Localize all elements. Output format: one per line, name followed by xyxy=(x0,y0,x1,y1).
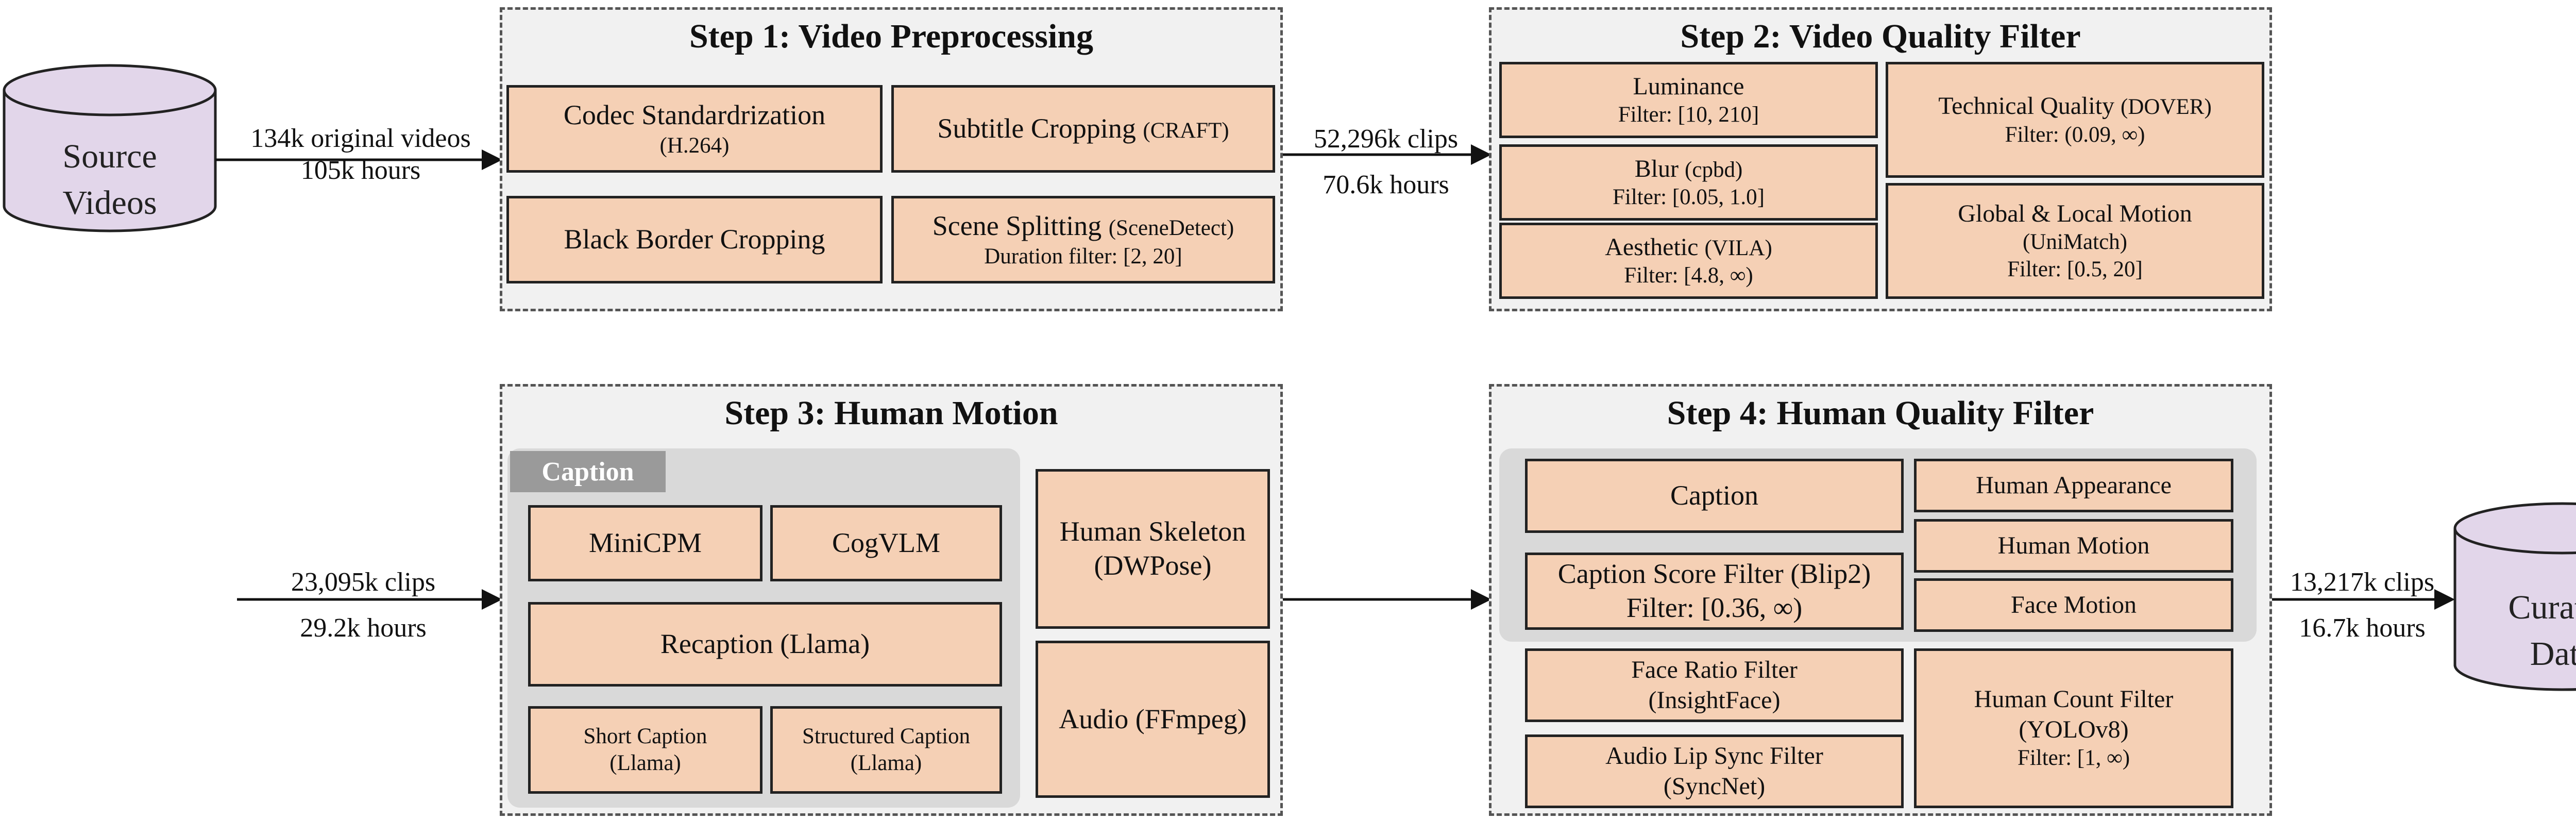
skeleton-sub: (DWPose) xyxy=(1094,550,1212,581)
edge3-line1: 23,095k clips xyxy=(291,567,436,597)
edge1-line1: 134k original videos xyxy=(250,124,471,153)
step1-title: Step 1: Video Preprocessing xyxy=(689,18,1094,55)
subtitle-cropping-box: Subtitle Cropping (CRAFT) xyxy=(891,85,1275,173)
aesthetic-sub: (VILA) xyxy=(1704,236,1772,260)
human-appearance-label: Human Appearance xyxy=(1976,471,2172,499)
technical-label: Technical Quality xyxy=(1938,92,2115,120)
human-count-sub: (YOLOv8) xyxy=(2019,715,2129,743)
structured-caption-sub: (Llama) xyxy=(850,751,922,775)
edge4-label: 13,217k clips 16.7k hours xyxy=(2272,559,2452,651)
motion-sub: (UniMatch) xyxy=(2023,230,2127,255)
edge2-line2: 70.6k hours xyxy=(1323,170,1449,200)
face-motion-label: Face Motion xyxy=(2011,591,2137,619)
blur-sub: (cpbd) xyxy=(1685,157,1743,182)
technical-sub: (DOVER) xyxy=(2121,95,2212,119)
codec-sub: (H.264) xyxy=(659,133,730,158)
blur-label: Blur xyxy=(1634,155,1679,182)
scene-sub: (SceneDetect) xyxy=(1108,215,1234,240)
curated-data-line2: Data xyxy=(2530,635,2576,673)
audio-ffmpeg-box: Audio (FFmpeg) xyxy=(1036,641,1270,798)
scene-duration: Duration filter: [2, 20] xyxy=(984,244,1182,269)
human-count-filter: Filter: [1, ∞) xyxy=(2017,746,2130,771)
edge4-line1: 13,217k clips xyxy=(2290,567,2435,597)
motion-filter: Filter: [0.5, 20] xyxy=(2007,257,2143,281)
edge2-label: 52,296k clips 70.6k hours xyxy=(1283,116,1489,208)
step4-title: Step 4: Human Quality Filter xyxy=(1667,394,2094,432)
step3-title: Step 3: Human Motion xyxy=(724,394,1058,432)
caption-score-filter: Filter: [0.36, ∞) xyxy=(1626,592,1803,623)
structured-caption-box: Structured Caption (Llama) xyxy=(770,706,1002,794)
curated-data-line1: Curated xyxy=(2509,589,2576,626)
recaption-box: Recaption (Llama) xyxy=(528,602,1002,687)
edge3-line2: 29.2k hours xyxy=(300,613,427,643)
minicpm-box: MiniCPM xyxy=(528,505,762,581)
skeleton-label: Human Skeleton xyxy=(1059,516,1246,547)
face-ratio-sub: (InsightFace) xyxy=(1648,686,1781,714)
black-border-cropping-box: Black Border Cropping xyxy=(506,196,883,283)
aesthetic-filter: Filter: [4.8, ∞) xyxy=(1624,263,1753,288)
human-appearance-box: Human Appearance xyxy=(1914,459,2233,512)
audio-label: Audio (FFmpeg) xyxy=(1059,703,1247,734)
audio-lip-sync-filter-box: Audio Lip Sync Filter (SyncNet) xyxy=(1525,734,1904,808)
black-border-label: Black Border Cropping xyxy=(564,224,825,255)
step2-title: Step 2: Video Quality Filter xyxy=(1680,18,2081,55)
subtitle-label: Subtitle Cropping xyxy=(937,113,1136,144)
codec-standardization-box: Codec Standardrization (H.264) xyxy=(506,85,883,173)
edge2-line1: 52,296k clips xyxy=(1313,124,1459,154)
global-local-motion-box: Global & Local Motion (UniMatch) Filter:… xyxy=(1886,183,2264,299)
technical-filter: Filter: (0.09, ∞) xyxy=(2005,122,2145,147)
codec-label: Codec Standardrization xyxy=(563,99,826,130)
subtitle-sub: (CRAFT) xyxy=(1143,119,1229,143)
lipsync-label: Audio Lip Sync Filter xyxy=(1605,742,1823,770)
aesthetic-box: Aesthetic (VILA) Filter: [4.8, ∞) xyxy=(1499,223,1878,299)
scene-label: Scene Splitting xyxy=(932,210,1102,241)
human-motion-box: Human Motion xyxy=(1914,519,2233,573)
cogvlm-box: CogVLM xyxy=(770,505,1002,581)
caption-tag: Caption xyxy=(510,451,666,492)
edge1-line2: 105k hours xyxy=(300,156,421,186)
caption-box: Caption xyxy=(1525,459,1904,533)
short-caption-sub: (Llama) xyxy=(609,751,681,775)
aesthetic-label: Aesthetic xyxy=(1605,233,1699,261)
human-count-filter-box: Human Count Filter (YOLOv8) Filter: [1, … xyxy=(1914,648,2233,808)
human-motion-label: Human Motion xyxy=(1997,531,2150,559)
source-videos-cylinder: Source Videos xyxy=(3,64,217,232)
edge4-line2: 16.7k hours xyxy=(2299,613,2426,643)
curated-data-cylinder: Curated Data xyxy=(2453,502,2576,691)
luminance-filter: Filter: [10, 210] xyxy=(1618,103,1759,127)
edge1-label: 134k original videos 105k hours xyxy=(222,123,500,187)
minicpm-label: MiniCPM xyxy=(588,527,702,559)
source-videos-line2: Videos xyxy=(62,184,157,222)
caption-label: Caption xyxy=(1670,480,1758,511)
face-ratio-label: Face Ratio Filter xyxy=(1631,656,1798,683)
recaption-label: Recaption (Llama) xyxy=(660,628,870,660)
blur-filter: Filter: [0.05, 1.0] xyxy=(1613,185,1765,210)
edge3-label: 23,095k clips 29.2k hours xyxy=(237,559,489,651)
luminance-box: Luminance Filter: [10, 210] xyxy=(1499,62,1878,138)
motion-label: Global & Local Motion xyxy=(1958,199,2192,227)
structured-caption-label: Structured Caption xyxy=(802,724,971,748)
short-caption-label: Short Caption xyxy=(583,724,707,748)
blur-box: Blur (cpbd) Filter: [0.05, 1.0] xyxy=(1499,144,1878,221)
face-ratio-filter-box: Face Ratio Filter (InsightFace) xyxy=(1525,648,1904,722)
human-count-label: Human Count Filter xyxy=(1974,686,2174,713)
technical-quality-box: Technical Quality (DOVER) Filter: (0.09,… xyxy=(1886,62,2264,178)
caption-score-filter-box: Caption Score Filter (Blip2) Filter: [0.… xyxy=(1525,553,1904,630)
caption-score-label: Caption Score Filter (Blip2) xyxy=(1557,558,1871,590)
luminance-label: Luminance xyxy=(1633,72,1744,100)
cogvlm-label: CogVLM xyxy=(832,527,940,559)
lipsync-sub: (SyncNet) xyxy=(1663,772,1766,800)
short-caption-box: Short Caption (Llama) xyxy=(528,706,762,794)
face-motion-box: Face Motion xyxy=(1914,578,2233,632)
human-skeleton-box: Human Skeleton (DWPose) xyxy=(1036,469,1270,629)
scene-splitting-box: Scene Splitting (SceneDetect) Duration f… xyxy=(891,196,1275,283)
source-videos-line1: Source xyxy=(62,138,157,175)
